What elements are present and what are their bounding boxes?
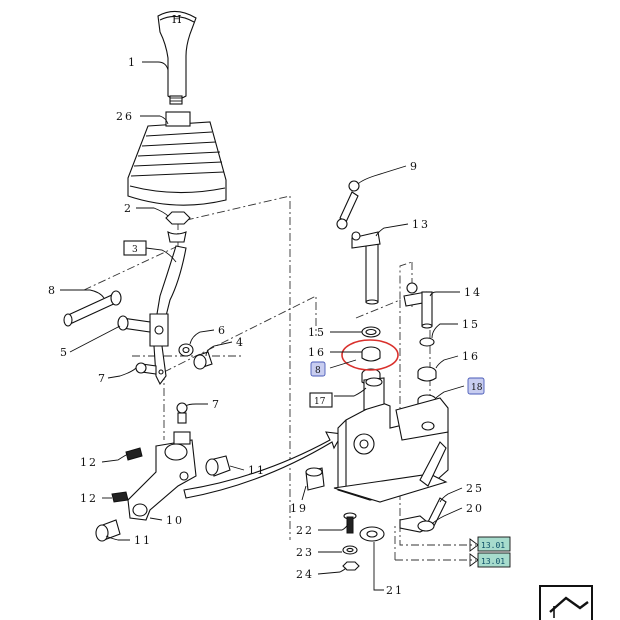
bush-16-right xyxy=(417,366,437,382)
rubber-gaiter xyxy=(127,111,227,206)
callout-26: 26 xyxy=(116,110,134,123)
clevis-pin xyxy=(117,315,151,333)
callout-14: 14 xyxy=(464,286,482,299)
bush-11-left xyxy=(95,519,121,542)
callout-8-box xyxy=(310,361,326,377)
svg-text:H: H xyxy=(172,13,182,26)
callout-15-right: 15 xyxy=(462,318,480,331)
lever-20 xyxy=(399,515,435,533)
callout-17-box xyxy=(309,392,333,408)
callout-22: 22 xyxy=(296,524,314,537)
circlip-15-right xyxy=(419,337,435,347)
callout-18-box xyxy=(467,377,485,395)
page-ref-lower[interactable]: 13.01 xyxy=(469,552,511,568)
page-ref-lower-label: 13.01 xyxy=(481,557,505,566)
callout-7-upper: 7 xyxy=(98,372,107,385)
washer-23 xyxy=(342,545,358,555)
callout-18: 18 xyxy=(471,383,483,393)
shaft-14 xyxy=(403,282,433,329)
callout-13: 13 xyxy=(412,218,430,231)
grease-nipple-lower xyxy=(176,402,188,424)
callout-3-box xyxy=(123,240,147,256)
callout-1: 1 xyxy=(128,56,137,69)
callout-4: 4 xyxy=(236,336,245,349)
bush-11-right xyxy=(205,455,231,477)
callout-3: 3 xyxy=(132,245,138,255)
bush-16-left xyxy=(361,346,381,362)
callout-10: 10 xyxy=(166,514,184,527)
callout-2: 2 xyxy=(124,202,133,215)
shift-knob: H xyxy=(157,10,197,105)
callout-16-right: 16 xyxy=(462,350,480,363)
callout-15-left: 15 xyxy=(308,326,326,339)
callout-24: 24 xyxy=(296,568,314,581)
shaft-13 xyxy=(351,231,381,305)
bush-4 xyxy=(193,351,213,370)
callout-19: 19 xyxy=(290,502,308,515)
callout-9: 9 xyxy=(410,160,419,173)
highlight-ring xyxy=(341,339,399,371)
callout-12-upper: 12 xyxy=(80,456,98,469)
callout-7-lower: 7 xyxy=(212,398,221,411)
long-pin xyxy=(63,290,122,327)
callout-20: 20 xyxy=(466,502,484,515)
callout-11-right: 11 xyxy=(248,464,266,477)
housing-17 xyxy=(333,377,449,503)
selector-rod xyxy=(336,180,360,230)
callout-11-left: 11 xyxy=(134,534,152,547)
screw-22 xyxy=(343,512,357,534)
callout-16-left: 16 xyxy=(308,346,326,359)
circlip-15-left xyxy=(361,326,381,338)
callout-25: 25 xyxy=(466,482,484,495)
lower-lever xyxy=(127,431,197,521)
callout-5: 5 xyxy=(60,346,69,359)
bolt-12-lower xyxy=(111,491,129,503)
callout-labels: 1 26 2 3 8 5 6 4 7 7 12 12 11 10 11 9 13… xyxy=(48,56,485,597)
callout-21: 21 xyxy=(386,584,404,597)
page-ref-upper-label: 13.01 xyxy=(481,541,505,550)
callout-23: 23 xyxy=(296,546,314,559)
washer-6 xyxy=(178,343,194,357)
nut-and-lever xyxy=(149,211,191,386)
page-ref-upper[interactable]: 13.01 xyxy=(469,536,511,552)
leader-lines xyxy=(60,61,465,591)
bolt-12-upper xyxy=(125,447,143,461)
return-arrow-icon[interactable] xyxy=(539,585,593,620)
grease-nipple-upper xyxy=(135,362,157,375)
callout-17: 17 xyxy=(314,397,326,407)
callout-12-lower: 12 xyxy=(80,492,98,505)
callout-6: 6 xyxy=(218,324,227,337)
callout-8-left: 8 xyxy=(48,284,57,297)
callout-8-right: 8 xyxy=(315,366,321,376)
spacer-19 xyxy=(305,467,325,491)
nut-24 xyxy=(342,561,360,571)
washer-21 xyxy=(359,526,385,542)
